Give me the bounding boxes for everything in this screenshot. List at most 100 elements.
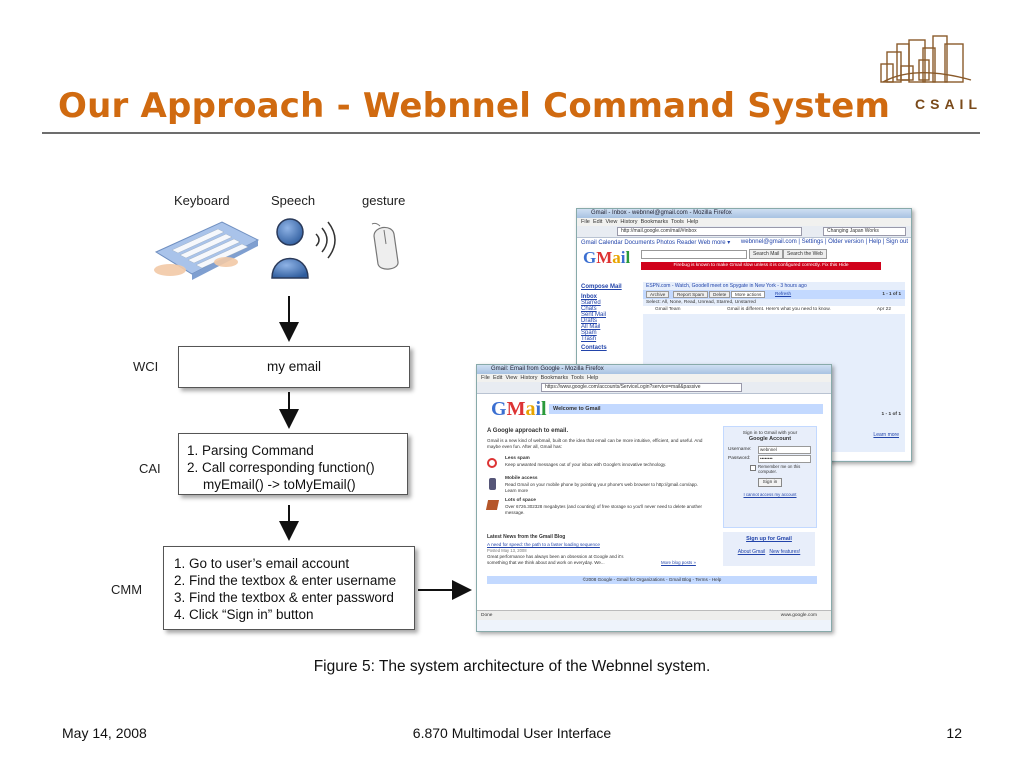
message-row[interactable]: Gmail Team Gmail is different. Here's wh… — [643, 306, 905, 314]
inbox-url-field[interactable]: http://mail.google.com/mail/#inbox — [617, 227, 802, 236]
more-actions-select[interactable]: More actions — [731, 291, 766, 298]
message-date: Apr 22 — [876, 307, 891, 312]
cannot-access-link[interactable]: I cannot access my account — [743, 492, 797, 497]
wci-box: my email — [178, 346, 410, 388]
storage-icon — [485, 500, 500, 510]
new-features-link[interactable]: New features! — [769, 549, 801, 555]
search-mail-button[interactable]: Search Mail — [749, 249, 784, 259]
signup-box: Sign up for Gmail About Gmail New featur… — [723, 532, 815, 566]
remember-row: Remember me on this computer. — [724, 464, 816, 476]
password-input[interactable]: •••••••• — [758, 455, 811, 463]
remember-checkbox[interactable] — [750, 465, 756, 471]
learn-more-link[interactable]: Learn more — [873, 432, 899, 438]
signin-box: Sign in to Gmail with your Google Accoun… — [723, 426, 817, 528]
wci-label: WCI — [133, 359, 159, 374]
login-intro: Gmail is a new kind of webmail, built on… — [487, 438, 703, 449]
feature-mobile: Mobile access Read Gmail on your mobile … — [487, 476, 717, 498]
menu-edit[interactable]: Edit — [592, 219, 603, 225]
menu-history[interactable]: History — [620, 219, 638, 225]
report-spam-button[interactable]: Report Spam — [673, 291, 709, 298]
menu-file[interactable]: File — [581, 219, 590, 225]
slide-title: Our Approach - Webnnel Command System — [58, 86, 891, 126]
mouse-icon — [371, 222, 399, 270]
menu-view[interactable]: View — [505, 375, 518, 381]
username-row: Username: webnnel — [724, 446, 816, 455]
menu-bookmarks[interactable]: Bookmarks — [540, 375, 569, 381]
feature-title: Lots of space — [505, 498, 536, 503]
username-input[interactable]: webnnel — [758, 446, 811, 454]
about-gmail-link[interactable]: About Gmail — [737, 549, 766, 555]
label-starred[interactable]: Starred — [581, 300, 601, 306]
cai-label: CAI — [139, 461, 161, 476]
login-url-field[interactable]: https://www.google.com/accounts/ServiceL… — [541, 383, 742, 392]
password-label: Password: — [728, 456, 751, 461]
menu-view[interactable]: View — [605, 219, 618, 225]
select-links[interactable]: Select: All, None, Read, Unread, Starred… — [646, 300, 756, 305]
feature-list: Less spam Keep unwanted messages out of … — [485, 456, 717, 520]
login-menu-bar: File Edit View History Bookmarks Tools H… — [477, 374, 831, 382]
archive-button[interactable]: Archive — [646, 291, 670, 298]
footer-course: 6.870 Multimodal User Interface — [412, 725, 612, 741]
delete-button[interactable]: Delete — [709, 291, 731, 298]
label-contacts[interactable]: Contacts — [581, 345, 607, 351]
label-sent[interactable]: Sent Mail — [581, 312, 607, 318]
menu-edit[interactable]: Edit — [492, 375, 503, 381]
username-label: Username: — [728, 447, 752, 452]
feature-text: Over 6726.302328 megabytes (and counting… — [505, 504, 702, 515]
menu-help[interactable]: Help — [586, 375, 599, 381]
password-row: Password: •••••••• — [724, 455, 816, 464]
title-divider — [42, 132, 980, 134]
cai-step-1: 1. Parsing Command — [187, 443, 314, 458]
about-links: About Gmail New features! — [723, 549, 815, 555]
more-blog-link[interactable]: More blog posts » — [661, 560, 696, 565]
cmm-step-2: 2. Find the textbox & enter username — [174, 573, 397, 588]
sign-in-button[interactable]: Sign in — [757, 478, 783, 487]
inbox-toolbar: Archive Report Spam Delete More actions … — [643, 290, 905, 299]
menu-history[interactable]: History — [520, 375, 538, 381]
feature-title: Less spam — [505, 456, 530, 461]
news-link[interactable]: A need for speed: the path to a faster l… — [487, 542, 600, 547]
menu-tools[interactable]: Tools — [671, 219, 684, 225]
account-links[interactable]: webnnel@gmail.com | Settings | Older ver… — [740, 239, 908, 245]
feature-text: Read Gmail on your mobile phone by point… — [505, 482, 698, 493]
cai-step-2-detail: myEmail() -> toMyEmail() — [203, 477, 356, 492]
label-all-mail[interactable]: All Mail — [581, 324, 601, 330]
news-date: Posted May 13, 2008 — [487, 548, 527, 553]
footer-page-number: 12 — [946, 725, 962, 741]
firebug-warning: Firebug is known to make Gmail slow unle… — [641, 262, 881, 270]
refresh-link[interactable]: Refresh — [775, 291, 792, 296]
message-subject: Gmail is different. Here's what you need… — [727, 307, 831, 312]
inbox-window-title: Gmail - Inbox - webnnel@gmail.com - Mozi… — [577, 209, 911, 218]
menu-tools[interactable]: Tools — [571, 375, 584, 381]
gmail-nav-links[interactable]: Gmail Calendar Documents Photos Reader W… — [581, 240, 731, 246]
label-sidebar: Compose Mail Inbox Starred Chats Sent Ma… — [581, 284, 637, 351]
mail-search-input[interactable] — [641, 250, 747, 259]
csail-logo-text: CSAIL — [915, 96, 982, 112]
menu-help[interactable]: Help — [686, 219, 699, 225]
web-clip[interactable]: ESPN.com - Watch, Goodell meet on Spygat… — [646, 283, 807, 289]
menu-file[interactable]: File — [481, 375, 490, 381]
status-host: www.google.com — [780, 613, 817, 618]
speech-label: Speech — [271, 193, 316, 208]
label-inbox[interactable]: Inbox — [581, 294, 597, 300]
label-spam[interactable]: Spam — [581, 330, 597, 336]
login-nav-bar: https://www.google.com/accounts/ServiceL… — [477, 382, 831, 394]
search-web-button[interactable]: Search the Web — [783, 249, 827, 259]
compose-mail-link[interactable]: Compose Mail — [581, 284, 622, 290]
inbox-search-field[interactable]: Changing Japan Works — [823, 227, 906, 236]
label-chats[interactable]: Chats — [581, 306, 597, 312]
label-drafts[interactable]: Drafts — [581, 318, 598, 324]
wci-command-text: my email — [266, 359, 321, 374]
menu-bookmarks[interactable]: Bookmarks — [640, 219, 669, 225]
signin-heading: Sign in to Gmail with your — [742, 431, 798, 436]
cmm-step-4: 4. Click “Sign in” button — [174, 607, 314, 622]
cai-step-2: 2. Call corresponding function() — [187, 460, 375, 475]
status-done: Done — [481, 613, 493, 618]
gmail-logo-icon: GMail — [491, 398, 547, 420]
login-page: GMail Welcome to Gmail A Google approach… — [477, 394, 831, 620]
message-count-bottom: 1 - 1 of 1 — [881, 412, 901, 417]
label-trash[interactable]: Trash — [581, 336, 597, 342]
remember-label: Remember me on this computer. — [758, 464, 801, 474]
csail-logo-icon — [880, 35, 972, 83]
signup-link[interactable]: Sign up for Gmail — [746, 536, 792, 542]
